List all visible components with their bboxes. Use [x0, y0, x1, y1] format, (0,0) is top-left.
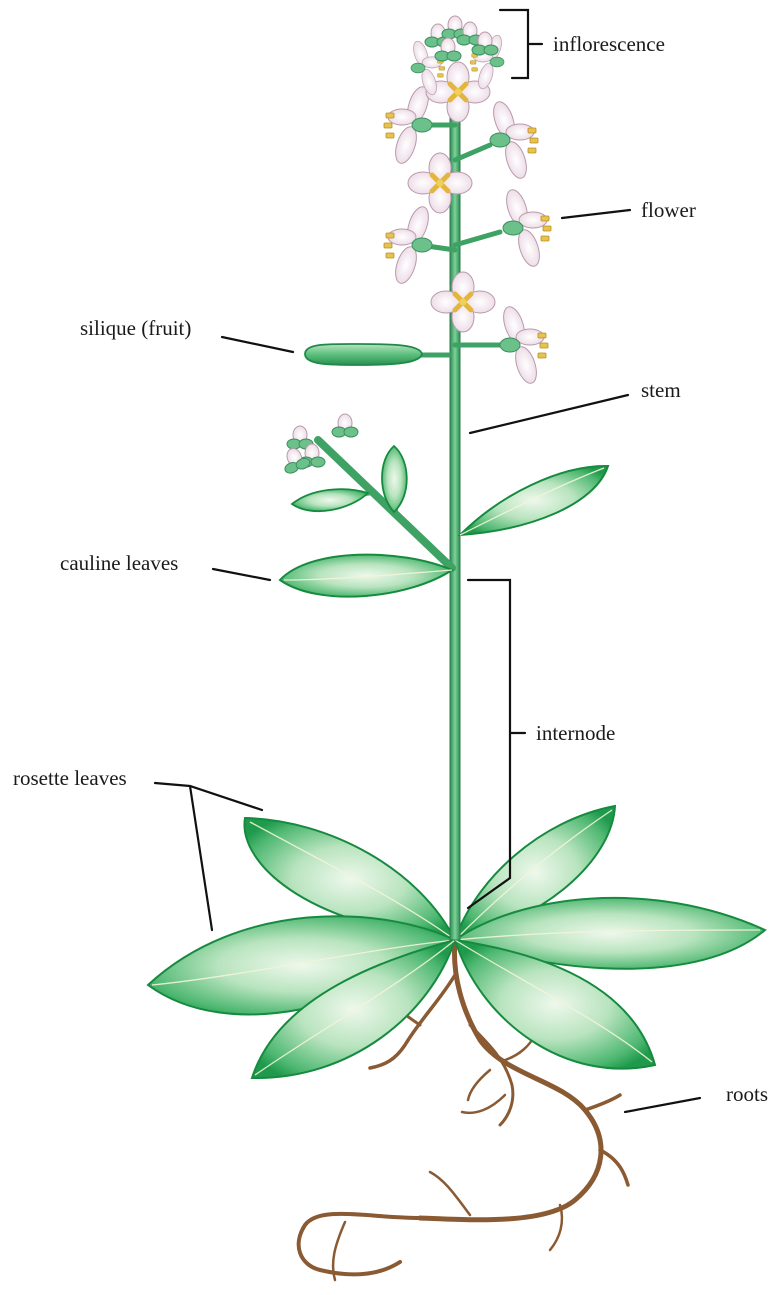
- cauline-leaves-graphic: [280, 466, 608, 597]
- label-cauline-leaves: cauline leaves: [60, 551, 178, 575]
- cauline-leaves-leader: [213, 569, 270, 580]
- stem-leader: [470, 395, 628, 433]
- rosette-leaves-leader: [155, 783, 262, 930]
- inflorescence-bracket: [500, 10, 528, 78]
- silique-leader: [222, 337, 293, 352]
- label-inflorescence: inflorescence: [553, 32, 665, 56]
- flower-leader: [562, 210, 630, 218]
- label-roots: roots: [726, 1082, 768, 1106]
- label-silique: silique (fruit): [80, 316, 191, 340]
- label-internode: internode: [536, 721, 615, 745]
- label-rosette-leaves: rosette leaves: [13, 766, 127, 790]
- internode-bracket: [468, 580, 510, 908]
- main-stem: [450, 88, 460, 940]
- label-stem: stem: [641, 378, 681, 402]
- lateral-branch-graphic: [279, 414, 452, 568]
- label-flower: flower: [641, 198, 696, 222]
- roots-leader: [625, 1098, 700, 1112]
- silique-graphic: [305, 344, 452, 365]
- inflorescence-graphic: [384, 16, 551, 386]
